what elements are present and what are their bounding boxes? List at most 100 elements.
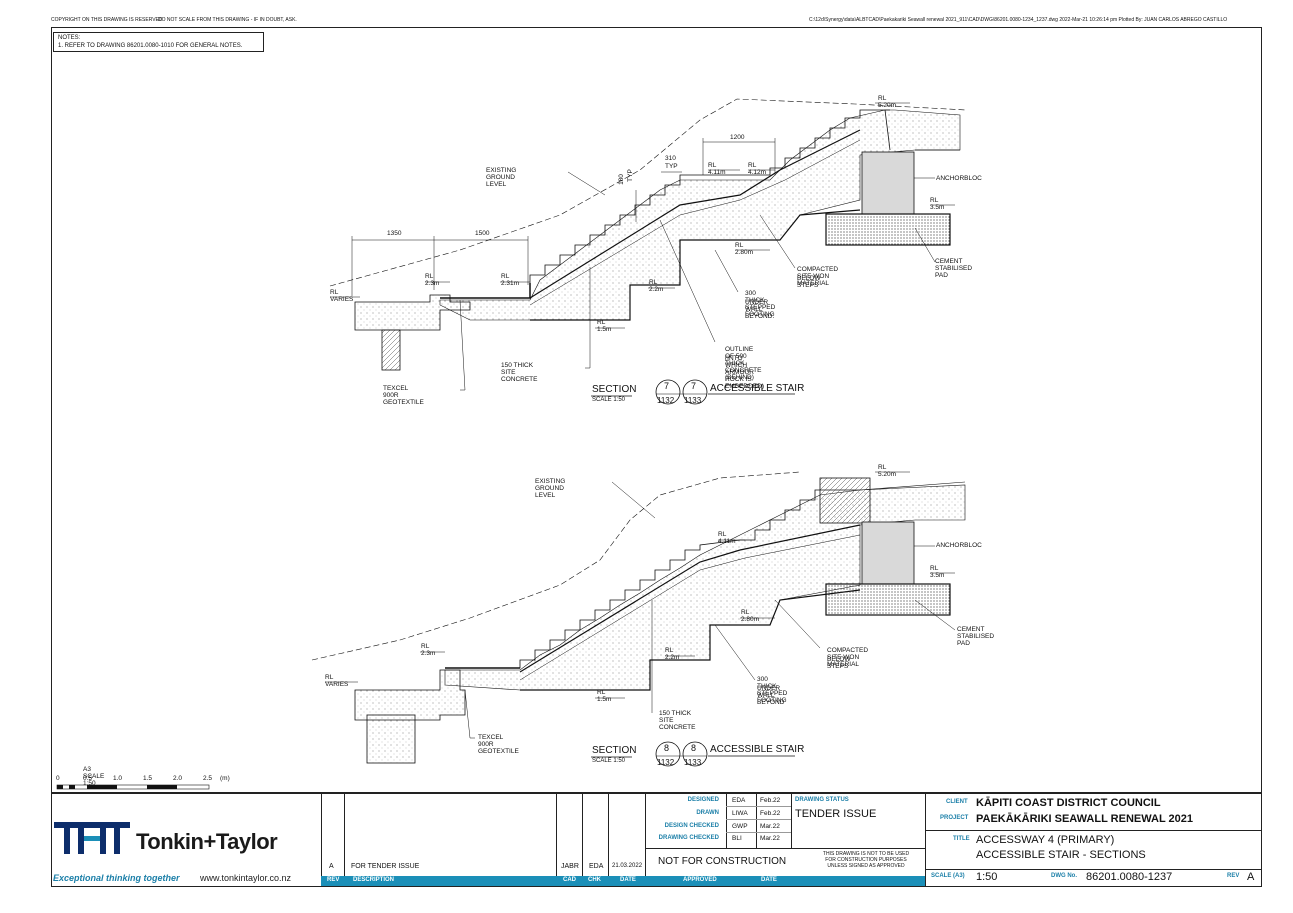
disclaimer-line-1: THIS DRAWING IS NOT TO BE USED <box>822 851 910 857</box>
s7-number-b: 7 <box>691 381 697 391</box>
website: www.tonkintaylor.co.nz <box>200 873 292 883</box>
s7-typ-vertical: TYP <box>626 169 634 182</box>
rev-row-cad: JABR <box>561 863 579 870</box>
signoff-date-2: Mar.22 <box>760 823 780 830</box>
signoff-initials-0: EDA <box>732 797 746 804</box>
s7-rl-15: RL 1.5m <box>597 319 612 333</box>
s7-footing-label-1: 300 THICK STEPPED FOOTING <box>745 290 776 318</box>
scale-a3-label: SCALE (A3) <box>931 873 965 879</box>
s7-ref-1133: 1133 <box>684 396 702 405</box>
rev-label: REV <box>1227 873 1240 879</box>
s8-rl-23: RL 2.3m <box>421 643 436 657</box>
section-8-title-block <box>591 741 795 767</box>
rev-value: A <box>1247 871 1255 883</box>
s7-anchorbloc-label: ANCHORBLOC <box>936 175 982 182</box>
s7-dim-1500: 1500 <box>475 230 490 237</box>
s8-footing-label-2: UNDER WALL BEYOND <box>757 685 785 706</box>
cement-pad-8 <box>825 583 951 616</box>
s8-number-a: 8 <box>664 743 670 753</box>
rev-header-description: DESCRIPTION <box>353 877 395 883</box>
s7-footing-label-2: UNDER WALL BEYOND. <box>745 299 775 320</box>
dwg-no: 86201.0080-1237 <box>1086 871 1173 883</box>
s8-section-word: SECTION <box>592 745 637 756</box>
s7-outline-label-2: (INTO WHICH ARMOUR ROCK IS EMBEDDED) <box>725 355 765 390</box>
scale-tick-2: 1.0 <box>113 775 123 782</box>
copyright-note: COPYRIGHT ON THIS DRAWING IS RESERVED <box>51 17 163 23</box>
s7-section-word: SECTION <box>592 384 637 395</box>
s7-compacted-label-2: BELOW STEPS <box>797 275 821 289</box>
s8-rl-520: RL 5.20m <box>878 464 897 478</box>
title-block: Tonkin+Taylor Exceptional thinking toget… <box>51 793 1262 887</box>
s8-rl-22: RL 2.2m <box>665 647 680 661</box>
signoff-date-0: Feb.22 <box>760 797 781 804</box>
revision-header-bar: REV DESCRIPTION CAD CHK DATE APPROVED DA… <box>321 876 925 886</box>
s8-site-concrete-label: 150 THICK SITE CONCRETE <box>659 710 696 731</box>
s8-ref-1133: 1133 <box>684 758 702 767</box>
s7-dim-180: 180 <box>617 174 625 185</box>
s8-ref-1132: 1132 <box>657 758 675 767</box>
client-name: KĀPITI COAST DISTRICT COUNCIL <box>976 797 1161 809</box>
s7-number-a: 7 <box>664 381 670 391</box>
scale-tick-3: 1.5 <box>143 775 153 782</box>
section-7-title-block <box>591 379 795 405</box>
s7-scale: SCALE 1:50 <box>592 397 626 403</box>
s7-rl-411: RL 4.11m <box>708 162 726 176</box>
stepped-footing-8 <box>520 589 861 691</box>
signoff-role-1: DRAWN <box>696 810 719 816</box>
s7-rl-412: RL 4.12m <box>748 162 767 176</box>
rev-row-chk: EDA <box>589 863 604 870</box>
tagline: Exceptional thinking together <box>53 873 180 883</box>
s7-section-name: ACCESSIBLE STAIR <box>710 383 805 394</box>
s7-site-concrete-label: 150 THICK SITE CONCRETE <box>501 362 538 383</box>
scale-tick-1: 0.5 <box>83 775 93 782</box>
stepped-footing-7 <box>530 209 861 321</box>
pile-8 <box>366 714 416 764</box>
section-7-drawing <box>329 98 967 391</box>
s8-section-name: ACCESSIBLE STAIR <box>710 744 805 755</box>
s8-scale: SCALE 1:50 <box>592 758 626 764</box>
stair-steps-7 <box>529 109 890 283</box>
stair-handrail-8 <box>519 524 861 673</box>
stair-handrail-7 <box>529 129 861 299</box>
s7-rl-231: RL 2.31m <box>501 273 520 287</box>
rev-row-rev: A <box>329 863 334 870</box>
pile-7 <box>381 329 401 371</box>
s8-rl-varies: RL VARIES <box>325 674 349 688</box>
s8-existing-ground-label: EXISTING GROUND LEVEL <box>535 478 566 499</box>
signoff-date-1: Feb.22 <box>760 810 781 817</box>
scale-bar-graphic <box>56 784 210 790</box>
lower-platform-7 <box>354 294 471 331</box>
signoff-role-3: DRAWING CHECKED <box>658 835 719 841</box>
scale-tick-0: 0 <box>56 775 60 782</box>
drawing-status-label: DRAWING STATUS <box>795 797 849 803</box>
drawing-status: TENDER ISSUE <box>795 808 877 820</box>
s7-existing-ground-label: EXISTING GROUND LEVEL <box>486 167 517 188</box>
file-path: C:\12d\Synergy\data\ALBTCAD\Paekakariki … <box>809 17 1228 23</box>
rev-header-chk: CHK <box>588 877 601 883</box>
signoff-role-0: DESIGNED <box>687 797 719 803</box>
project-label: PROJECT <box>940 815 969 821</box>
title-line-1: ACCESSWAY 4 (PRIMARY) <box>976 834 1115 846</box>
lower-platform-8 <box>354 669 466 721</box>
rev-header-approved: APPROVED <box>683 877 717 883</box>
rev-header-date2: DATE <box>761 877 777 883</box>
s7-rl-varies: RL VARIES <box>330 289 354 303</box>
s8-rl-280: RL 2.80m <box>741 609 760 623</box>
scale-unit: (m) <box>220 775 230 782</box>
scale-tick-5: 2.5 <box>203 775 213 782</box>
rev-header-date: DATE <box>620 877 636 883</box>
scale-bar-title: A3 SCALE 1:50 <box>83 766 105 787</box>
s7-compacted-label-1: COMPACTED SITE WON MATERIAL <box>797 266 839 287</box>
disclaimer-line-2: FOR CONSTRUCTION PURPOSES <box>825 857 907 863</box>
disclaimer-line-3: UNLESS SIGNED AS APPROVED <box>827 863 905 869</box>
s7-rl-35: RL 3.5m <box>930 197 945 211</box>
project-name: PAEKĀKĀRIKI SEAWALL RENEWAL 2021 <box>976 813 1193 825</box>
s7-typ: TYP <box>665 163 678 170</box>
s8-anchorbloc-label: ANCHORBLOC <box>936 542 982 549</box>
disclaimer: THIS DRAWING IS NOT TO BE USED FOR CONST… <box>811 851 921 869</box>
scale-tick-4: 2.0 <box>173 775 183 782</box>
stair-steps-8 <box>470 489 860 669</box>
s7-rl-280: RL 2.80m <box>735 242 754 256</box>
client-label: CLIENT <box>946 799 968 805</box>
